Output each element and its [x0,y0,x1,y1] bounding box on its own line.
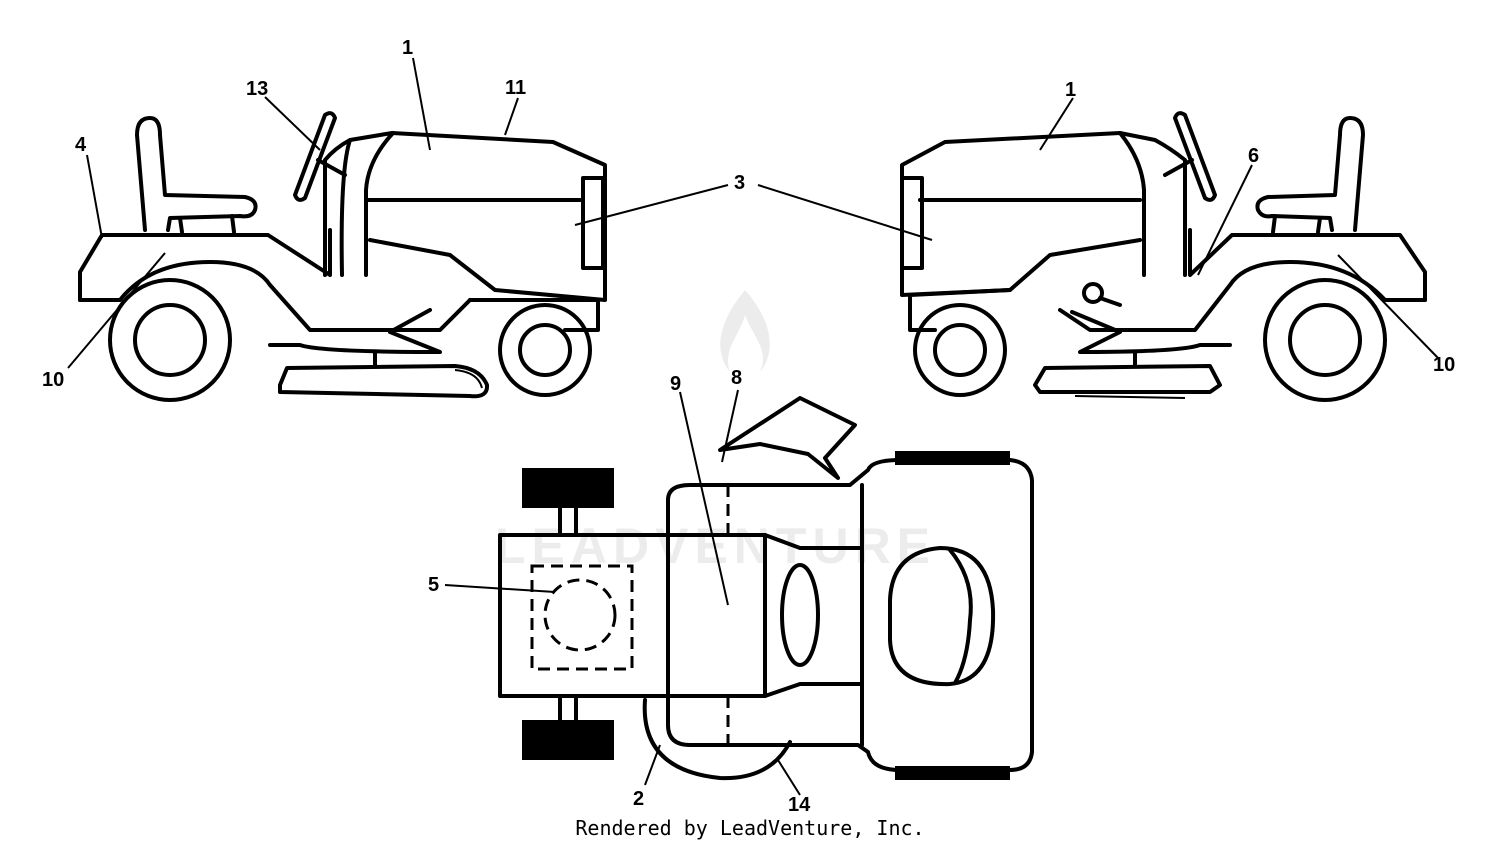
callout-11: 11 [505,77,526,99]
callout-8: 8 [731,367,742,389]
tractor-top-view [498,396,1034,781]
footer-credit: Rendered by LeadVenture, Inc. [575,816,925,840]
callout-14: 14 [788,794,811,816]
callout-5: 5 [428,574,439,596]
callout-4: 4 [75,134,87,156]
callout-numbers: 1 11 13 4 10 3 1 6 10 5 9 8 2 14 [42,37,1455,816]
callout-10-right: 10 [1433,354,1455,376]
callout-2: 2 [633,788,644,810]
callout-3: 3 [734,172,745,194]
callout-1-left: 1 [402,37,413,59]
tractor-left-side-view [78,111,607,402]
tractor-right-side-view [900,111,1427,402]
callout-9: 9 [670,373,681,395]
callout-1-right: 1 [1065,79,1076,101]
leader-lines [67,57,1439,796]
callout-13: 13 [246,78,268,100]
callout-6: 6 [1248,145,1259,167]
callout-10-left: 10 [42,369,64,391]
